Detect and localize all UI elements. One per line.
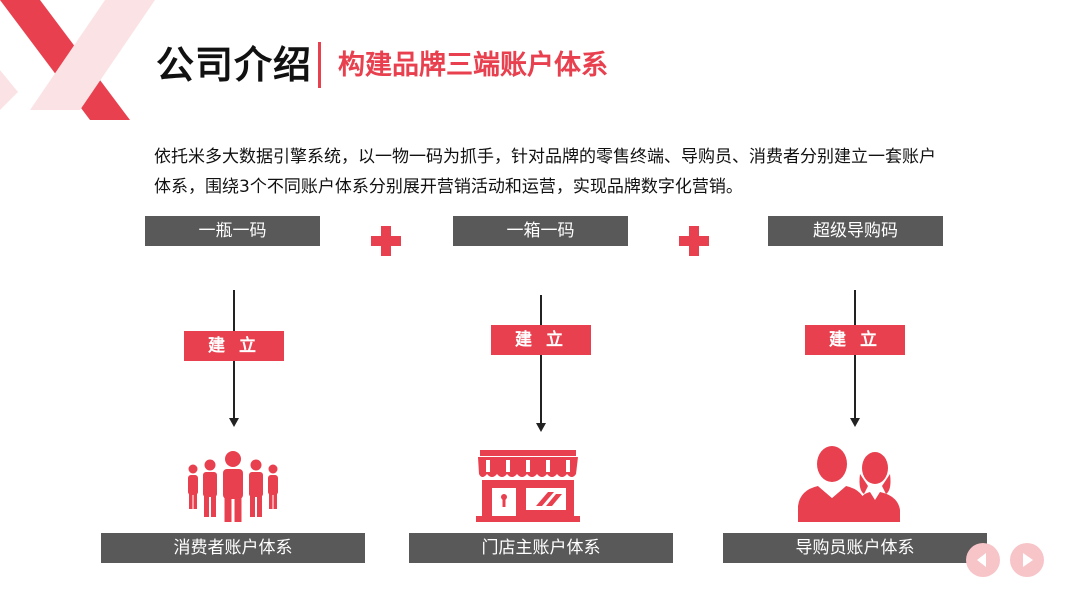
system-label-store-owner: 门店主账户体系 [409, 533, 673, 563]
arrow-down-icon [536, 423, 546, 432]
plus-icon [679, 226, 709, 256]
intro-paragraph: 依托米多大数据引擎系统，以一物一码为抓手，针对品牌的零售终端、导购员、消费者分别… [154, 147, 936, 197]
code-label-case: 一箱一码 [453, 216, 628, 246]
build-label: 建 立 [491, 325, 591, 355]
title-divider [318, 42, 321, 88]
code-label-bottle: 一瓶一码 [145, 216, 320, 246]
arrow-down-icon [229, 418, 239, 427]
next-slide-button[interactable] [1010, 543, 1044, 577]
play-icon [1023, 553, 1033, 567]
corner-decoration [0, 0, 155, 120]
people-group-icon [188, 451, 278, 522]
build-label: 建 立 [805, 325, 905, 355]
plus-icon [371, 226, 401, 256]
page-subtitle: 构建品牌三端账户体系 [338, 50, 608, 81]
system-label-consumer: 消费者账户体系 [101, 533, 365, 563]
storefront-icon [476, 450, 580, 522]
arrow-down-icon [850, 418, 860, 427]
chevron-left-icon [977, 553, 986, 567]
system-label-shop-assistant: 导购员账户体系 [723, 533, 987, 563]
build-label: 建 立 [184, 331, 284, 361]
connector-line [540, 295, 542, 423]
shop-assistants-icon [798, 446, 900, 522]
code-label-super-guide: 超级导购码 [768, 216, 943, 246]
page-title: 公司介绍 [156, 43, 313, 87]
prev-slide-button[interactable] [966, 543, 1000, 577]
